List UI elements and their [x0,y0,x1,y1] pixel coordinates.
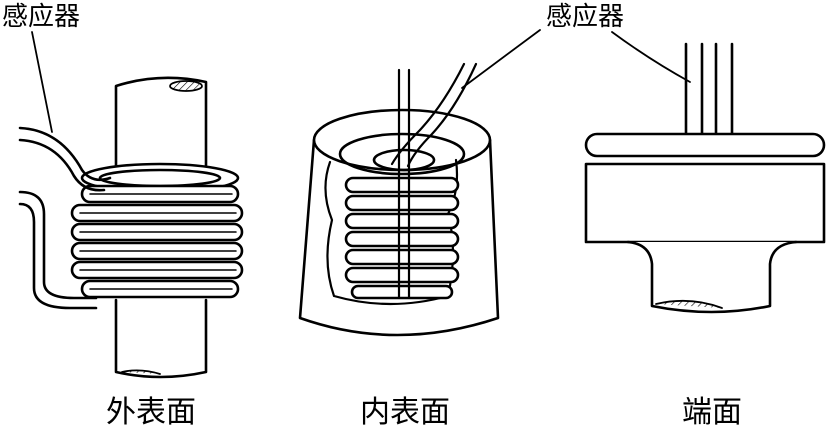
caption-inner-surface: 内表面 [360,395,450,430]
end-face-inductor [584,42,826,158]
panel-end-face [584,31,826,314]
shaft [114,76,208,379]
end-face-workpiece [584,162,826,314]
caption-outer-surface: 外表面 [106,395,196,430]
callout-leader [31,31,53,133]
callout-leader-3 [611,31,691,83]
panel-outer-surface [18,31,244,379]
callout-leader-2 [461,29,541,89]
callout-inductor-1: 感应器 [2,2,81,32]
coil-leads [18,126,112,310]
induction-coil [70,162,244,299]
inner-coil [344,176,460,300]
caption-end-face: 端面 [682,395,742,430]
callout-inductor-3: 感应器 [546,2,625,32]
panel-inner-surface [298,29,541,337]
